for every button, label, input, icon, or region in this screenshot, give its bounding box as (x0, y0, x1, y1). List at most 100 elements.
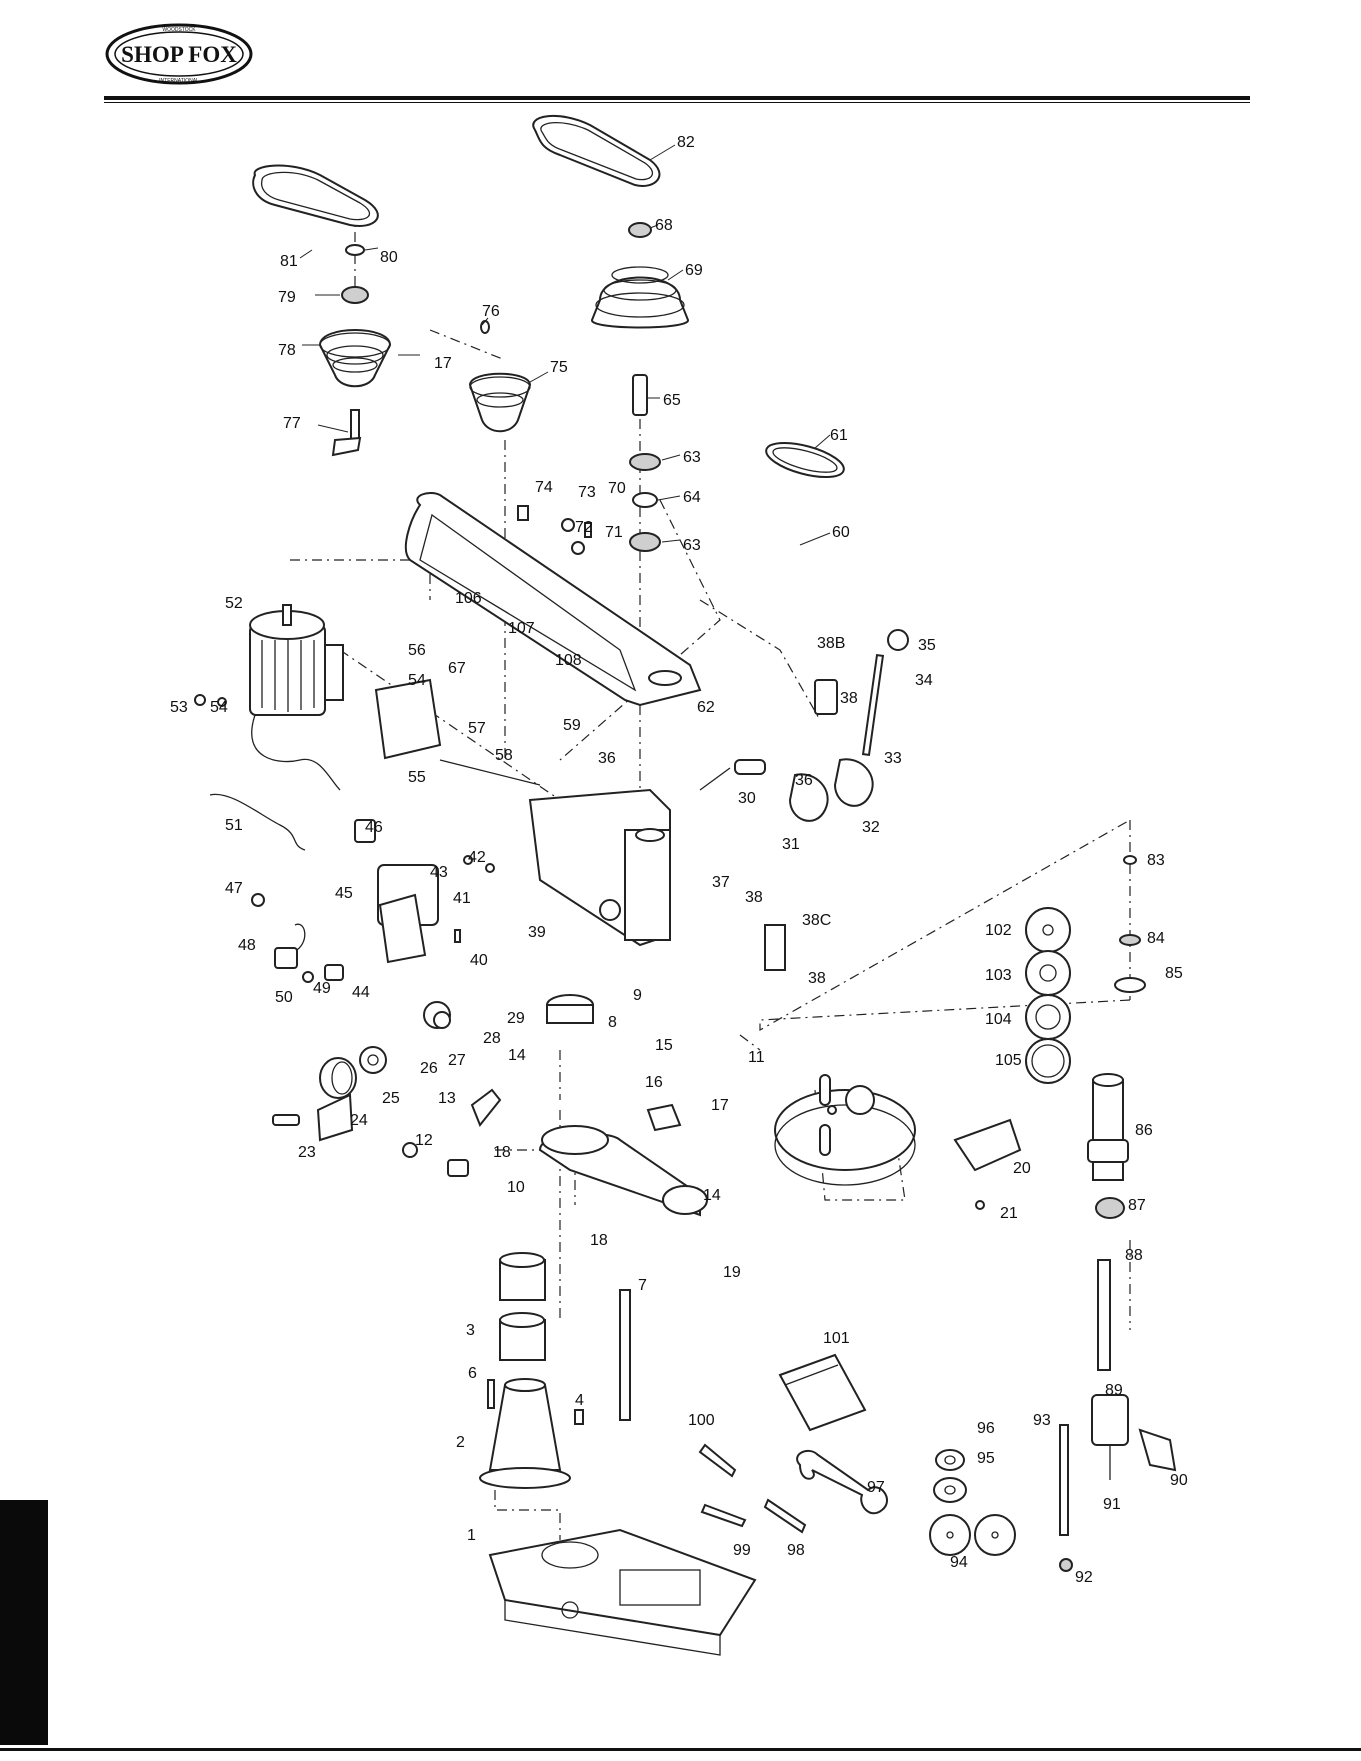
part-label: 27 (448, 1052, 466, 1069)
part-label: 88 (1125, 1247, 1143, 1264)
part-label: 62 (697, 699, 715, 716)
feed-hub-parts (272, 1001, 451, 1158)
part-label: 77 (283, 415, 301, 432)
part-label: 44 (352, 984, 370, 1001)
head-casting (404, 492, 702, 707)
part-label: 12 (415, 1132, 433, 1149)
part-label: 99 (733, 1542, 751, 1559)
part-label: 14 (703, 1187, 721, 1204)
part-label: 16 (645, 1074, 663, 1091)
part-label: 79 (278, 289, 296, 306)
part-label: 100 (688, 1412, 715, 1429)
electrical-parts (209, 793, 495, 983)
part-label: 94 (950, 1554, 968, 1571)
part-label: 70 (608, 480, 626, 497)
part-label: 33 (884, 750, 902, 767)
part-label: 19 (723, 1264, 741, 1281)
part-label: 69 (685, 262, 703, 279)
part-label: 60 (832, 524, 850, 541)
part-label: 37 (712, 874, 730, 891)
part-label: 96 (977, 1420, 995, 1437)
part-label: 54 (210, 699, 228, 716)
part-label: 75 (550, 359, 568, 376)
part-label: 104 (985, 1011, 1012, 1028)
part-label: 38 (840, 690, 858, 707)
accessories (698, 1353, 1016, 1556)
motor (194, 604, 541, 791)
part-label: 23 (298, 1144, 316, 1161)
part-label: 91 (1103, 1496, 1121, 1513)
page-header: SHOP FOX WOODSTOCK INTERNATIONAL (0, 0, 1361, 110)
part-label: 58 (495, 747, 513, 764)
part-label: 59 (563, 717, 581, 734)
part-label: 108 (555, 652, 582, 669)
part-label: 15 (655, 1037, 673, 1054)
part-label: 78 (278, 342, 296, 359)
spindle-assembly (1025, 855, 1177, 1572)
part-label: 36 (795, 772, 813, 789)
part-label: 63 (683, 449, 701, 466)
part-label: 8 (608, 1014, 617, 1031)
part-label: 20 (1013, 1160, 1031, 1177)
part-label: 31 (782, 836, 800, 853)
part-label: 43 (430, 864, 448, 881)
part-label: 11 (748, 1049, 765, 1066)
leader-lines (299, 144, 831, 546)
part-label: 56 (408, 642, 426, 659)
part-label: 10 (507, 1179, 525, 1196)
part-label: 67 (448, 660, 466, 677)
part-label: 93 (1033, 1412, 1051, 1429)
header-rule-thin (104, 102, 1250, 103)
part-label: 105 (995, 1052, 1022, 1069)
part-label: 1 (467, 1527, 476, 1544)
housing (377, 629, 909, 971)
part-label: 14 (508, 1047, 526, 1064)
part-label: 101 (823, 1330, 850, 1347)
part-label: 38 (745, 889, 763, 906)
logo-arc-top: WOODSTOCK (162, 27, 196, 33)
part-label: 51 (225, 817, 243, 834)
header-rule (104, 96, 1250, 100)
part-label: 38B (817, 635, 845, 652)
base (488, 1528, 757, 1656)
part-label: 39 (528, 924, 546, 941)
part-label: 102 (985, 922, 1012, 939)
part-label: 29 (507, 1010, 525, 1027)
part-label: 34 (915, 672, 933, 689)
part-label: 63 (683, 537, 701, 554)
part-label: 32 (862, 819, 880, 836)
part-label: 85 (1165, 965, 1183, 982)
part-label: 103 (985, 967, 1012, 984)
section-tab (0, 1500, 48, 1745)
part-label: 38 (808, 970, 826, 987)
column (479, 1252, 631, 1489)
part-label: 38C (802, 912, 831, 929)
part-label: 18 (590, 1232, 608, 1249)
part-label: 53 (170, 699, 188, 716)
part-label: 36 (598, 750, 616, 767)
table-assembly (447, 994, 1022, 1217)
part-label: 83 (1147, 852, 1165, 869)
part-label: 46 (365, 819, 383, 836)
belts (252, 114, 845, 479)
part-label: 73 (578, 484, 596, 501)
part-label: 84 (1147, 930, 1165, 947)
part-label: 45 (335, 885, 353, 902)
part-label: 82 (677, 134, 695, 151)
part-label: 81 (280, 253, 298, 270)
part-label: 52 (225, 595, 243, 612)
part-label: 98 (787, 1542, 805, 1559)
part-label: 30 (738, 790, 756, 807)
part-label: 49 (313, 980, 331, 997)
part-label: 65 (663, 392, 681, 409)
part-label: 90 (1170, 1472, 1188, 1489)
part-label: 35 (918, 637, 936, 654)
part-label: 6 (468, 1365, 477, 1382)
part-label: 95 (977, 1450, 995, 1467)
part-label: 55 (408, 769, 426, 786)
part-label: 61 (830, 427, 848, 444)
part-label: 71 (605, 524, 623, 541)
part-label: 64 (683, 489, 701, 506)
part-label: 17 (434, 355, 452, 372)
